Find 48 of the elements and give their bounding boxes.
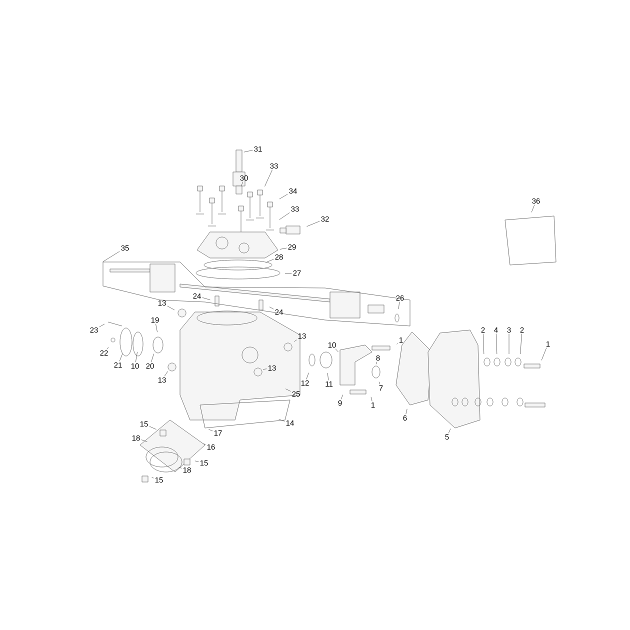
leader-line xyxy=(306,372,309,380)
leader-line xyxy=(135,352,138,362)
leader-line xyxy=(285,388,291,392)
leader-line xyxy=(370,396,372,402)
leader-line xyxy=(520,334,522,354)
leader-line xyxy=(448,428,451,434)
leader-line xyxy=(508,334,510,354)
leader-line xyxy=(378,382,380,384)
leader-line xyxy=(406,408,408,414)
leader-line xyxy=(269,306,274,310)
leader-line xyxy=(151,354,154,362)
leader-line xyxy=(327,372,329,380)
leader-line xyxy=(279,212,290,220)
leader-line xyxy=(149,426,156,430)
leader-line xyxy=(156,324,158,332)
leader-line xyxy=(541,348,547,360)
leader-line xyxy=(398,302,400,310)
leader-line xyxy=(164,371,168,376)
leader-line xyxy=(335,348,338,352)
leader-line xyxy=(531,204,535,212)
leader-line xyxy=(102,251,120,262)
leader-line xyxy=(341,394,343,400)
leader-line xyxy=(178,467,182,468)
leader-line xyxy=(99,324,105,328)
leader-line xyxy=(376,362,378,364)
leader-line xyxy=(152,477,154,478)
leader-line xyxy=(241,182,243,186)
leader-line xyxy=(167,306,175,310)
leader-line xyxy=(496,334,498,354)
leader-line xyxy=(306,221,320,227)
leader-line xyxy=(294,340,297,342)
leader-line xyxy=(482,334,484,354)
leader-line xyxy=(284,273,292,274)
leader-line xyxy=(119,354,123,362)
leader-line xyxy=(208,429,213,432)
leader-line xyxy=(279,194,288,200)
bolt-band xyxy=(102,262,410,326)
leader-line xyxy=(278,419,285,422)
leader-line xyxy=(280,248,287,250)
leader-line xyxy=(106,347,109,350)
leader-line xyxy=(141,440,148,442)
leader-line xyxy=(194,460,199,462)
leader-line xyxy=(264,170,272,187)
leader-line xyxy=(203,444,206,445)
leader-line xyxy=(244,150,253,152)
leader-line xyxy=(202,297,210,300)
leader-line xyxy=(262,368,267,370)
leader-line xyxy=(266,259,274,263)
